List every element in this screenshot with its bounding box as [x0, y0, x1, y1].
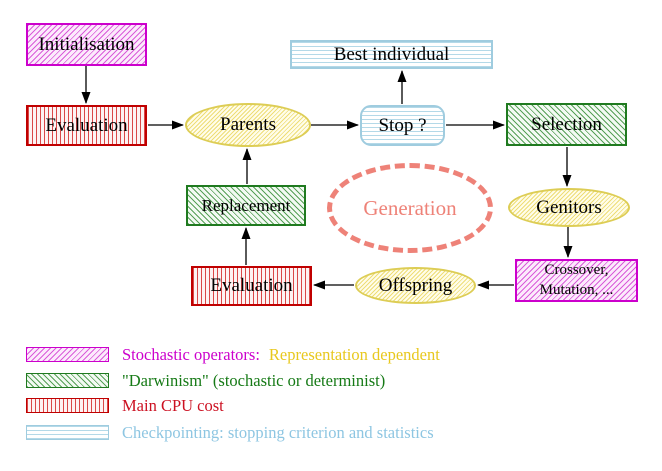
node-best-individual: Best individual — [290, 40, 493, 69]
node-generation-label: Generation — [363, 195, 457, 220]
legend-text-stochastic-operators: Stochastic operators: — [122, 345, 260, 364]
legend-swatch-stochastic-operators — [26, 347, 109, 362]
node-evaluation-top: Evaluation — [26, 105, 147, 146]
node-stop-label: Stop ? — [378, 114, 427, 136]
node-crossover-mutation: Crossover, Mutation, ... — [515, 259, 638, 302]
node-replacement: Replacement — [186, 185, 306, 226]
node-replacement-label: Replacement — [201, 195, 291, 215]
node-crossover-mutation-label: Crossover, Mutation, ... — [540, 261, 614, 300]
legend-label-stochastic-operators: Stochastic operators: Representation depe… — [122, 346, 440, 363]
legend-swatch-cpu-cost — [26, 398, 109, 413]
node-parents-label: Parents — [220, 114, 276, 136]
node-best-individual-label: Best individual — [333, 43, 450, 65]
node-genitors-label: Genitors — [536, 196, 602, 218]
node-offspring-label: Offspring — [378, 274, 453, 296]
legend-label-darwinism: "Darwinism" (stochastic or determinist) — [122, 371, 386, 390]
node-offspring: Offspring — [355, 267, 476, 304]
node-selection: Selection — [506, 103, 627, 146]
crossover-line1: Crossover, — [544, 262, 609, 278]
node-parents: Parents — [185, 103, 311, 147]
legend-text-representation-dependent: Representation dependent — [268, 345, 440, 364]
node-evaluation-bottom: Evaluation — [191, 266, 312, 306]
legend-swatch-checkpointing — [26, 425, 109, 440]
node-initialisation-label: Initialisation — [38, 33, 135, 55]
legend-label-cpu-cost: Main CPU cost — [122, 396, 224, 415]
node-initialisation: Initialisation — [26, 23, 147, 66]
node-evaluation-bottom-label: Evaluation — [210, 275, 293, 297]
legend-label-checkpointing: Checkpointing: stopping criterion and st… — [122, 423, 434, 442]
node-evaluation-top-label: Evaluation — [45, 114, 128, 136]
node-stop: Stop ? — [360, 105, 445, 146]
legend-swatch-darwinism — [26, 373, 109, 388]
crossover-line2: Mutation, ... — [539, 281, 614, 298]
node-generation: Generation — [327, 163, 493, 253]
node-selection-label: Selection — [531, 113, 602, 135]
node-genitors: Genitors — [508, 188, 630, 227]
